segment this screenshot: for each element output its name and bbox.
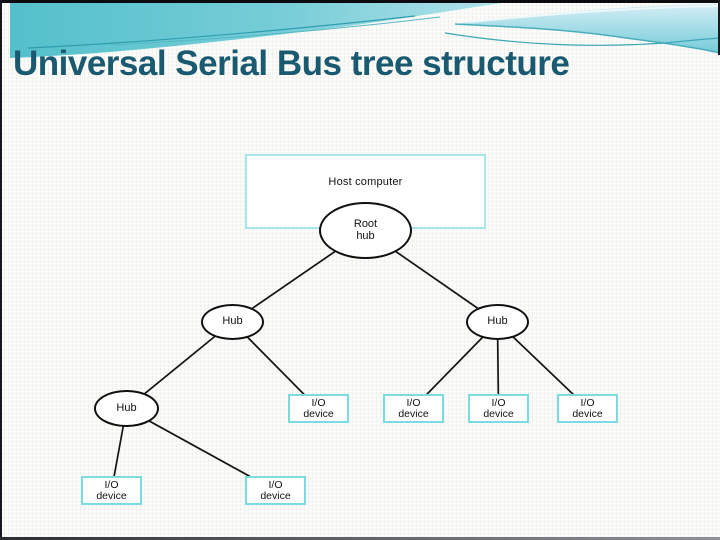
io-device-5-line1: I/O (104, 479, 119, 491)
wave-streak-white (469, 5, 720, 23)
io-device-4-line1: I/O (580, 397, 595, 409)
connector-lines (110, 229, 589, 492)
root-hub-label-line1: Root (353, 218, 378, 230)
hub-right-ellipse: Hub (466, 304, 529, 340)
hub-left-ellipse: Hub (201, 304, 264, 340)
io-device-1-line1: I/O (311, 397, 326, 409)
wave-thin-line-1 (27, 15, 416, 49)
hub-lower-ellipse: Hub (94, 390, 159, 427)
hub-left-label: Hub (222, 315, 243, 328)
io-device-4-line2: device (572, 407, 603, 420)
hub-lower-label: Hub (116, 401, 137, 414)
io-device-1-line2: device (303, 407, 334, 420)
root-hub-label-line2: hub (356, 229, 375, 242)
wave-edge-line (454, 23, 720, 54)
root-hub-ellipse: Root hub (319, 202, 412, 259)
io-device-box-4: I/O device (557, 394, 618, 423)
io-device-5-line2: device (96, 489, 127, 502)
slide-bottom-border (0, 537, 720, 540)
io-device-3-line1: I/O (491, 397, 506, 409)
wave-thin-line-3 (444, 32, 720, 46)
io-device-box-5: I/O device (81, 476, 142, 505)
slide-left-border (0, 0, 2, 540)
io-device-box-1: I/O device (288, 394, 349, 423)
io-device-2-line2: device (398, 407, 429, 420)
slide-title: Universal Serial Bus tree structure (13, 44, 570, 83)
slide-right-border (718, 0, 720, 55)
io-device-6-line1: I/O (268, 479, 283, 491)
io-device-2-line1: I/O (406, 397, 421, 409)
io-device-box-3: I/O device (468, 394, 529, 423)
io-device-box-2: I/O device (383, 394, 444, 423)
wave-band-right (455, 4, 720, 53)
header-wave-graphic (0, 0, 720, 58)
hub-right-label: Hub (487, 315, 508, 328)
io-device-box-6: I/O device (245, 476, 306, 505)
io-device-6-line2: device (260, 489, 291, 502)
slide-top-border (0, 0, 720, 3)
wave-thin-line-2 (109, 16, 441, 46)
host-computer-label: Host computer (328, 176, 403, 188)
io-device-3-line2: device (483, 407, 514, 420)
